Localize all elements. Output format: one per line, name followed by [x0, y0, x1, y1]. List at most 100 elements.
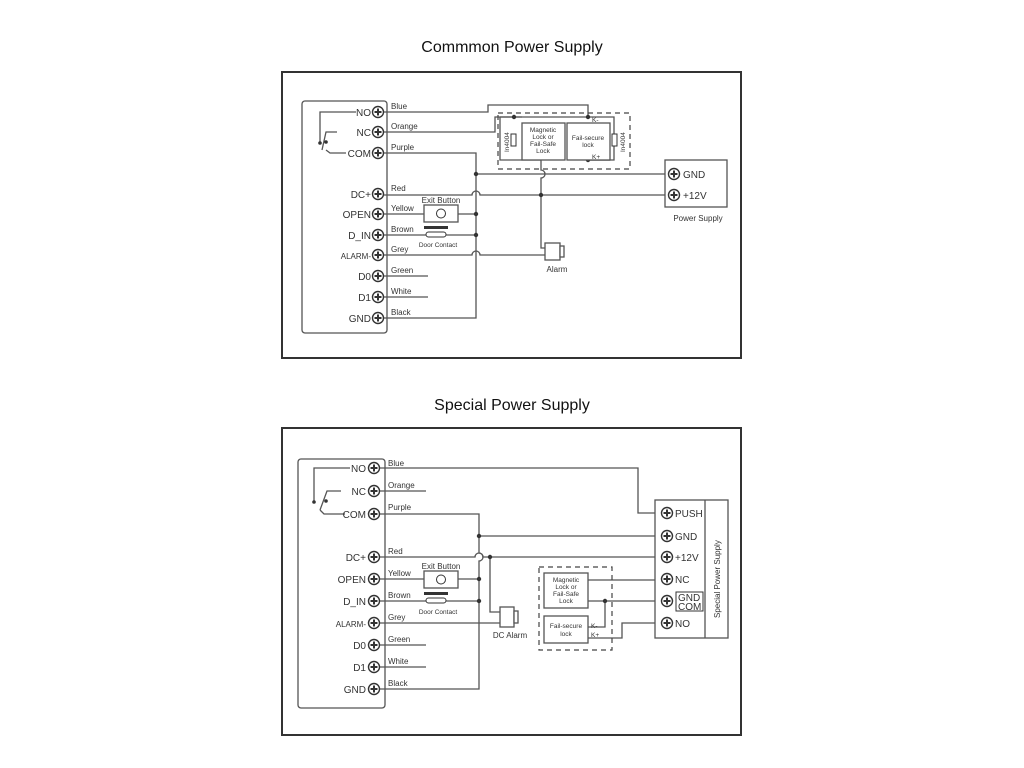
alarm-icon: [544, 242, 561, 261]
terminal-label: ALARM-: [341, 252, 372, 261]
diode-label: In4004: [504, 132, 511, 152]
alarm-icon: [499, 606, 515, 628]
terminal-label: DC+: [351, 190, 371, 201]
wire-label: Red: [388, 547, 403, 556]
diode-icon: [510, 133, 517, 147]
power-supply-label: Power Supply: [673, 214, 722, 223]
controller-box: [301, 100, 388, 334]
terminal-label: D1: [358, 293, 371, 304]
wire-label: Purple: [388, 503, 412, 512]
wire-label: White: [388, 657, 409, 666]
wire-label: Blue: [391, 102, 408, 111]
wire-label: Grey: [391, 245, 408, 254]
terminal-icon: [371, 187, 385, 201]
ps-12v-label: +12V: [683, 191, 707, 202]
lock-label: lock: [560, 631, 572, 638]
terminal-label: D_IN: [348, 231, 371, 242]
wire-label: Green: [391, 266, 413, 275]
fail-secure-lock: [543, 615, 589, 644]
diagram-frame: [281, 71, 742, 359]
ps-terminal-label: COM: [678, 602, 701, 613]
k-minus-label: K-: [592, 117, 599, 124]
terminal-label: COM: [343, 510, 366, 521]
diode-icon: [611, 133, 618, 147]
terminal-label: D1: [353, 663, 366, 674]
wire-label: Brown: [391, 225, 414, 234]
wire-label: White: [391, 287, 412, 296]
terminal-icon: [371, 105, 385, 119]
terminal-icon: [371, 311, 385, 325]
wire-label: Black: [388, 679, 409, 688]
alarm-label: Alarm: [547, 265, 568, 274]
diagram-title: Special Power Supply: [434, 397, 590, 414]
exit-button-label: Exit Button: [422, 562, 461, 571]
lock-label: Fail-Safe: [530, 141, 556, 148]
lock-label: Fail-secure: [572, 135, 605, 142]
terminal-label: OPEN: [343, 210, 371, 221]
terminal-label: D0: [353, 641, 366, 652]
wire-labels: Blue Orange Purple Red Yellow Brown Grey…: [388, 459, 415, 688]
lock-label: Lock: [559, 598, 573, 605]
terminal-icon: [371, 290, 385, 304]
ps-terminal-label: GND: [675, 532, 697, 543]
door-contact-icon: [424, 592, 448, 595]
relay-symbol: [313, 467, 350, 515]
terminal-label: DC+: [346, 553, 366, 564]
special-power-supply-label: Special Power Supply: [713, 540, 722, 618]
terminal-label: NO: [351, 464, 366, 475]
lock-label: Magnetic: [553, 577, 580, 584]
magnetic-lock: [521, 122, 566, 161]
lock-label: Lock or: [555, 584, 577, 591]
k-plus-label: K+: [591, 632, 599, 639]
wire-label: Orange: [388, 481, 415, 490]
wire-label: Brown: [388, 591, 411, 600]
terminal-icon: [371, 125, 385, 139]
ps-terminal-label: NO: [675, 619, 690, 630]
terminal-label: GND: [349, 314, 371, 325]
alarm-label: DC Alarm: [493, 631, 528, 640]
terminal-label: NC: [357, 128, 371, 139]
lock-label: Lock: [536, 148, 550, 155]
wire-label: Blue: [388, 459, 405, 468]
wires: [380, 467, 661, 690]
diode-label: In4004: [620, 132, 627, 152]
k-plus-label: K+: [592, 154, 600, 161]
fail-secure-lock: [566, 122, 611, 161]
ps-terminal-label: +12V: [675, 553, 699, 564]
terminal-label: NO: [356, 108, 371, 119]
door-contact-label: Door Contact: [419, 242, 457, 249]
wire-label: Green: [388, 635, 410, 644]
relay-symbol: [319, 111, 356, 154]
wire-label: Red: [391, 184, 406, 193]
wire-label: Yellow: [391, 204, 414, 213]
lock-group: [497, 112, 631, 170]
terminal-icon: [371, 228, 385, 242]
lock-label: lock: [582, 142, 594, 149]
ps-gnd-label: GND: [683, 170, 705, 181]
terminal-label: COM: [348, 149, 371, 160]
special-power-supply-box: [654, 499, 729, 639]
controller-terminals: NO NC COM DC+ OPEN D_IN ALARM- D0 D1 GND: [336, 461, 381, 696]
wire-label: Black: [391, 308, 412, 317]
door-contact-label: Door Contact: [419, 609, 457, 616]
terminal-icon: [371, 269, 385, 283]
controller-box: [297, 458, 386, 709]
diagram-title: Commmon Power Supply: [421, 39, 602, 56]
terminal-label: ALARM-: [336, 620, 367, 629]
terminal-label: D0: [358, 272, 371, 283]
common-power-supply-diagram: Commmon Power Supply NO NC COM DC+ OPEN …: [281, 39, 742, 359]
ps-terminal-label: PUSH: [675, 509, 703, 520]
lock-group: [538, 566, 613, 651]
wire-label: Yellow: [388, 569, 411, 578]
lock-label: Fail-Safe: [553, 591, 579, 598]
diagram-frame: [281, 427, 742, 736]
exit-button-label: Exit Button: [422, 196, 461, 205]
special-power-supply-diagram: Special Power Supply NO NC COM DC+ OPEN …: [281, 397, 742, 736]
wire-label: Grey: [388, 613, 405, 622]
terminal-label: GND: [344, 685, 366, 696]
k-minus-label: K-: [591, 623, 598, 630]
terminal-icon: [371, 146, 385, 160]
terminal-icon: [371, 248, 385, 262]
wire-label: Purple: [391, 143, 415, 152]
